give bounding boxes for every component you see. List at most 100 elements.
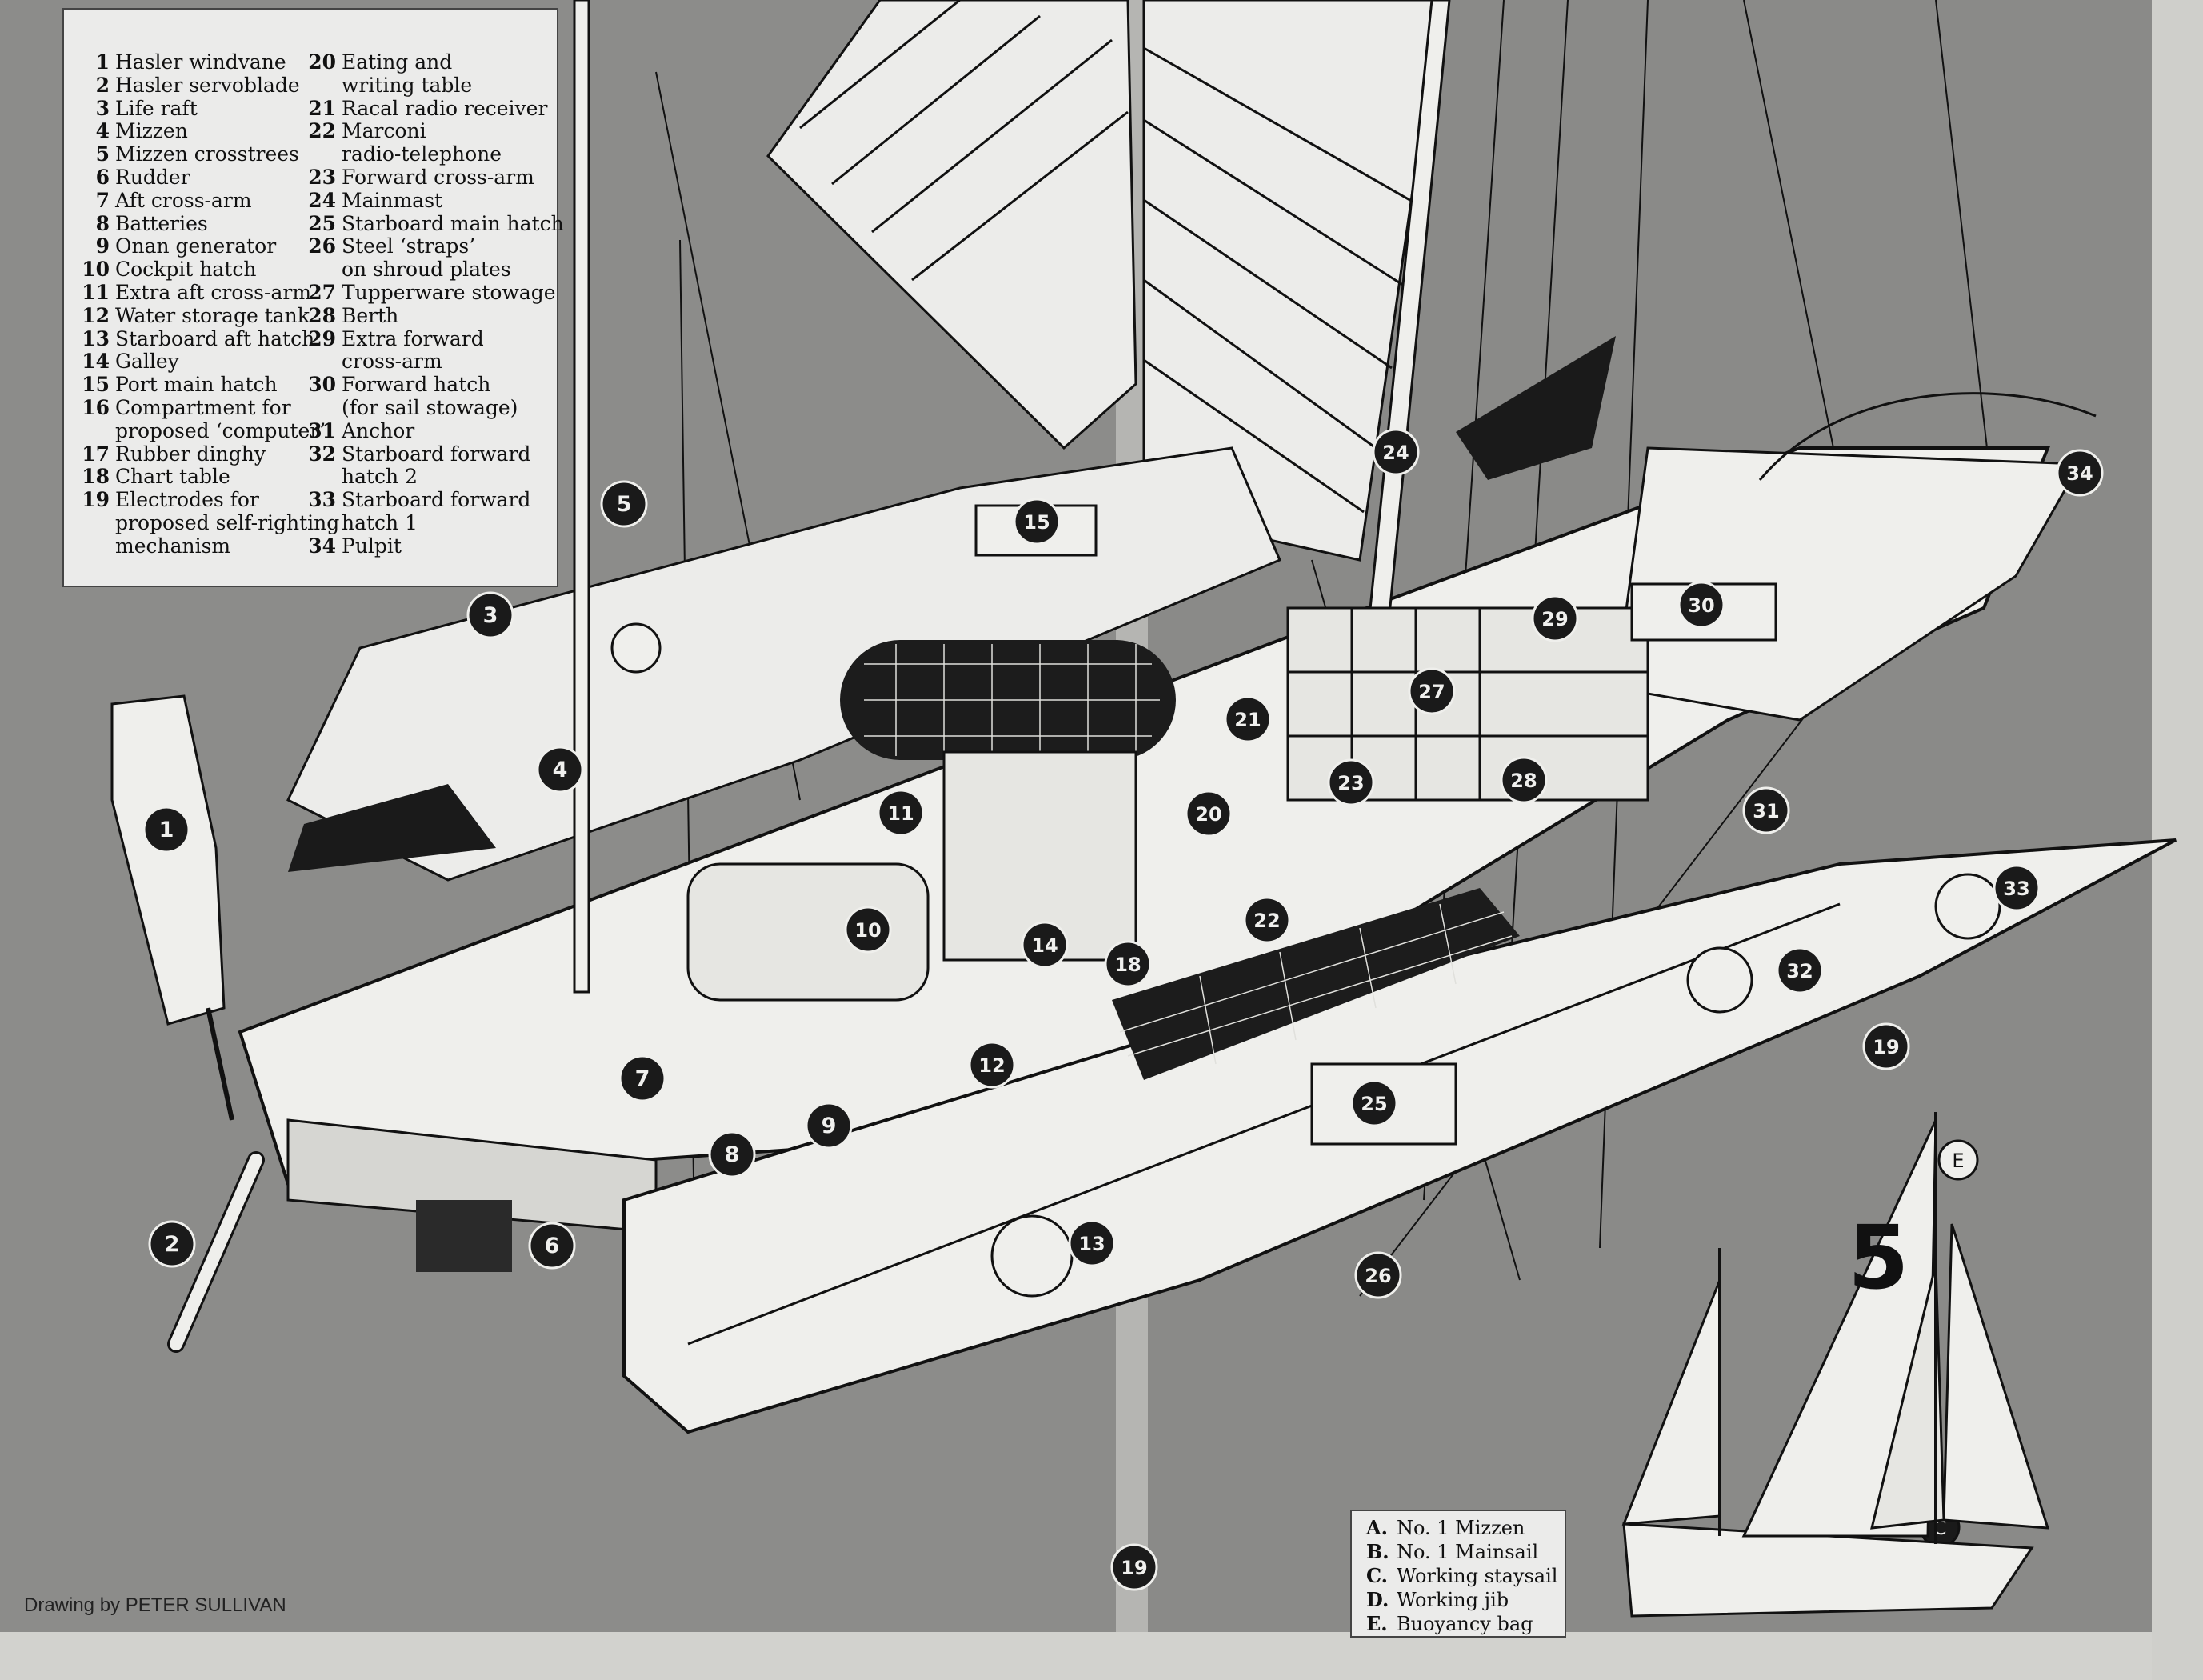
- key-entry-number: 4: [95, 119, 110, 143]
- callout-number: 9: [822, 1114, 837, 1138]
- callout-number: 19: [1873, 1036, 1899, 1058]
- key-entry-number: 21: [308, 96, 336, 120]
- sail-key-letter: D.: [1366, 1588, 1389, 1611]
- key-entry-label: Mainmast: [342, 188, 443, 212]
- key-entry-label: cross-arm: [342, 350, 442, 374]
- key-entry-number: 27: [308, 280, 336, 304]
- key-entry-number: 26: [308, 234, 336, 258]
- key-entry-number: [308, 466, 342, 489]
- callout-number: 14: [1031, 934, 1058, 957]
- key-entry-label: radio-telephone: [342, 142, 502, 166]
- callout-circle: [1993, 864, 2041, 912]
- key-entry-label: Life raft: [115, 96, 198, 120]
- sail-key-entry: E.Buoyancy bag: [1366, 1612, 1565, 1636]
- callout-circle: [1110, 1543, 1158, 1591]
- callout-circle: [1500, 756, 1548, 804]
- key-entry-number: 33: [308, 488, 336, 512]
- sail-key-label: Buoyancy bag: [1397, 1613, 1533, 1635]
- key-entry-label: Rubber dinghy: [115, 442, 266, 466]
- sail-plan-inset: 5: [1621, 1112, 2050, 1618]
- callout-number: 25: [1361, 1093, 1387, 1115]
- key-entry-number: 34: [308, 534, 336, 558]
- key-entry-label: Starboard aft hatch: [115, 326, 315, 350]
- key-entry-number: [308, 74, 342, 98]
- key-entry: on shroud plates: [308, 258, 564, 282]
- key-entry-number: 14: [82, 350, 110, 374]
- sail-key-entry: D.Working jib: [1366, 1588, 1565, 1612]
- callout-number: 7: [635, 1066, 650, 1091]
- sail-key-label: No. 1 Mainsail: [1397, 1541, 1539, 1563]
- key-entry-number: 12: [82, 303, 110, 327]
- starboard-trampoline-net: [1112, 888, 1520, 1080]
- key-entry-number: 28: [308, 303, 336, 327]
- mainsail: [1142, 0, 1441, 562]
- key-entry-label: hatch 2: [342, 465, 418, 489]
- key-entry-number: 25: [308, 211, 336, 235]
- sail-key-entry: C.Working staysail: [1366, 1564, 1565, 1588]
- key-entry-number: [308, 258, 342, 282]
- callout-circle: [2056, 449, 2104, 497]
- key-entry-label: Batteries: [115, 211, 208, 235]
- callout-circle: [1185, 790, 1233, 838]
- sail-key-label: No. 1 Mizzen: [1397, 1517, 1525, 1539]
- sail-key-letter: A.: [1366, 1516, 1388, 1539]
- key-entry-label: Chart table: [115, 465, 230, 489]
- key-entry-label: Pulpit: [342, 534, 402, 558]
- sail-callout-letter: E: [1952, 1150, 1964, 1172]
- key-entry-label: proposed self-righting: [115, 510, 340, 534]
- key-entry-label: on shroud plates: [342, 258, 511, 282]
- key-entry-label: Forward hatch: [342, 373, 491, 397]
- callout-number: 6: [545, 1234, 560, 1258]
- callout-number: 32: [1786, 960, 1813, 982]
- key-entry-number: 10: [82, 258, 110, 282]
- key-entry-number: 20: [308, 50, 336, 74]
- key-entry: hatch 2: [308, 466, 564, 489]
- callout-number: 2: [165, 1232, 180, 1257]
- key-entry-number: [308, 397, 342, 420]
- key-entry-number: 29: [308, 326, 336, 350]
- port-trampoline-net: [840, 640, 1176, 760]
- callout-circle: [1862, 1022, 1910, 1070]
- sail-key-entry: B.No. 1 Mainsail: [1366, 1540, 1565, 1564]
- callout-number: 21: [1234, 709, 1261, 731]
- callout-circle: [1243, 896, 1291, 944]
- key-entry-number: 13: [82, 326, 110, 350]
- key-entry-number: 11: [82, 280, 110, 304]
- callout-circle: [536, 746, 584, 794]
- callout-number: 12: [978, 1054, 1005, 1077]
- key-entry-label: Berth: [342, 303, 399, 327]
- key-entry-label: Starboard forward: [342, 488, 531, 512]
- sail-key-label: Working staysail: [1397, 1565, 1558, 1587]
- key-entry-label: Onan generator: [115, 234, 277, 258]
- callout-number: 5: [617, 492, 632, 517]
- key-entry-number: 18: [82, 465, 110, 489]
- key-entry-number: [82, 512, 115, 535]
- callout-circle: [1013, 498, 1061, 546]
- key-entry: mechanism: [82, 534, 346, 558]
- key-entry-label: Starboard forward: [342, 442, 531, 466]
- callout-circle: [142, 806, 190, 854]
- callout-circle: [1068, 1219, 1116, 1267]
- key-entry-label: writing table: [342, 73, 473, 97]
- callout-circle: [1408, 667, 1456, 715]
- callout-circle: [1104, 940, 1152, 988]
